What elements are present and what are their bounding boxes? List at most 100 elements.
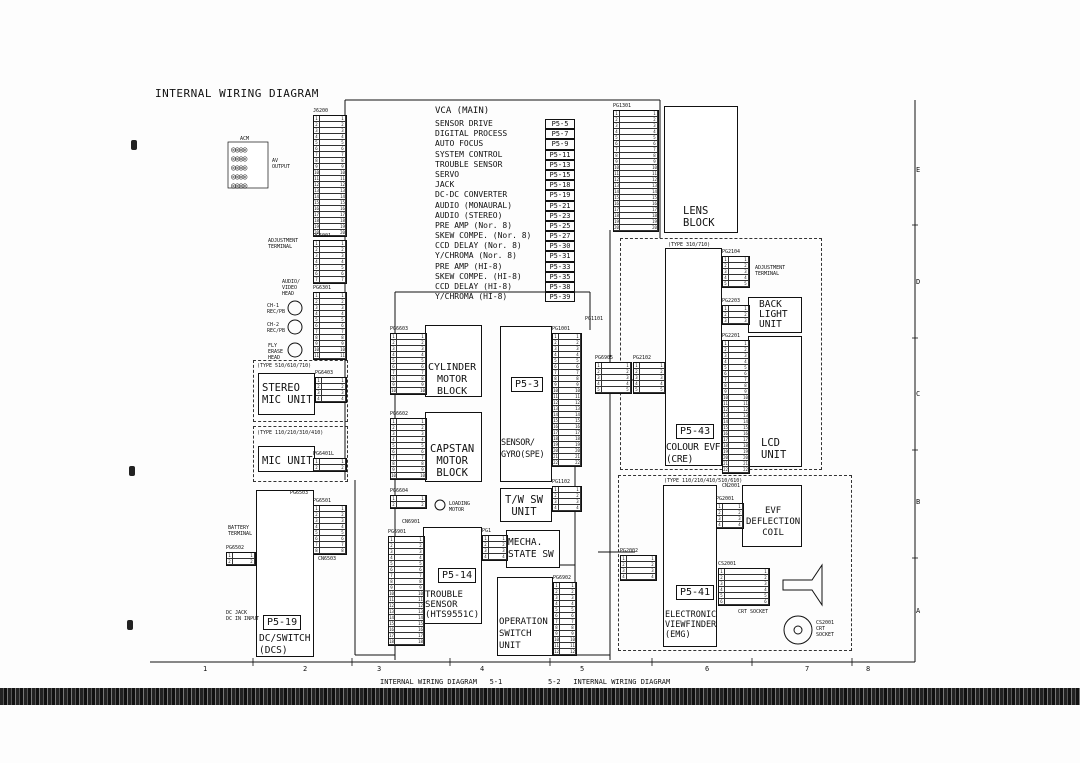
vca-item: Y/CHROMA (HI-8)P5-39 — [435, 292, 575, 303]
type-310-label: (TYPE 310/710) — [668, 242, 711, 248]
grid-col-6: 6 — [705, 665, 710, 673]
vca-item: DIGITAL PROCESS P5-7 — [435, 129, 575, 140]
connector-id: PG6502 — [226, 545, 245, 551]
scan-mark — [131, 140, 137, 150]
loading-motor-label: LOADING MOTOR — [449, 501, 471, 513]
trouble-sensor-label: TROUBLE SENSOR (HTS9551C) — [425, 590, 480, 620]
evf-label: ELECTRONIC VIEWFINDER (EMG) — [665, 610, 717, 640]
scan-mark — [129, 466, 135, 476]
vca-heading: VCA (MAIN) — [435, 106, 490, 116]
vca-item-ref: P5-7 — [545, 129, 575, 140]
type-310-region — [620, 238, 822, 470]
connector-id: PG1101 — [585, 316, 604, 322]
vca-item-label: Y/CHROMA (HI-8) — [435, 292, 508, 302]
type-stereo-label: (TYPE 510/610/710) — [257, 363, 312, 369]
vca-item-ref: P5-31 — [545, 251, 575, 262]
mic-label: MIC UNIT — [262, 455, 313, 467]
vca-item-label: DIGITAL PROCESS — [435, 129, 508, 139]
grid-row-e: E — [916, 166, 921, 174]
vca-item-ref: P5-30 — [545, 241, 575, 252]
vca-item-ref: P5-11 — [545, 149, 575, 160]
keypad-icon: ◎◎◎◎◎◎◎◎◎◎◎◎◎◎◎◎◎◎◎◎ — [231, 145, 247, 190]
vca-item-label: CCD DELAY (Nor. 8) — [435, 241, 522, 251]
operation-switch-unit: OPERATION SWITCH UNIT — [497, 577, 553, 656]
connector-id: PG2002 — [620, 548, 639, 554]
connector-id: CN6901 — [402, 519, 421, 525]
mecha-sw-label: MECHA. STATE SW — [508, 537, 554, 560]
evf-coil-label: EVF DEFLECTION COIL — [746, 506, 801, 538]
grid-col-2: 2 — [303, 665, 308, 673]
vca-item-ref: P5-27 — [545, 231, 575, 242]
scan-strip — [0, 688, 1080, 705]
connector-id: CS2001 — [718, 561, 737, 567]
scan-mark — [127, 620, 133, 630]
keypad-buttons — [227, 141, 269, 189]
cs-crt-socket-label: CS2001 CRT SOCKET — [816, 620, 835, 638]
cylinder-motor-block: CYLINDER MOTOR BLOCK — [425, 325, 482, 397]
connector-id: CN6503 — [318, 556, 337, 562]
back-light-label: BACK LIGHT UNIT — [759, 299, 788, 330]
operation-sw-label: OPERATION SWITCH UNIT — [499, 617, 548, 651]
mic-region — [253, 426, 348, 482]
